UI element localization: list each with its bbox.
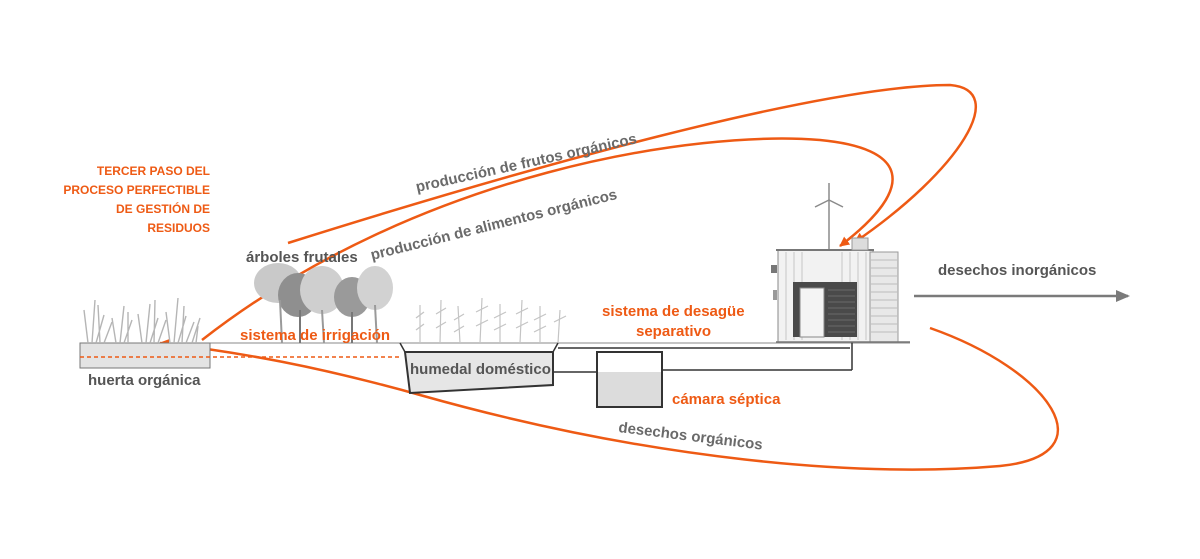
fruits-production-arrow — [287, 83, 978, 245]
septic-chamber — [596, 351, 663, 408]
drainage-system-label-line2: separativo — [636, 323, 711, 340]
crop-icon — [415, 297, 567, 344]
wind-turbine-icon — [814, 183, 844, 249]
fruits-production-label: producción de frutos orgánicos — [414, 130, 638, 195]
organic-waste-arrow — [159, 326, 1060, 471]
diagram-title: TERCER PASO DEL PROCESO PERFECTIBLE DE G… — [63, 164, 210, 235]
house-icon — [771, 237, 910, 343]
title-line-4: RESIDUOS — [147, 221, 210, 235]
title-line-1: TERCER PASO DEL — [97, 164, 210, 178]
irrigation-system-label: sistema de irrigación — [240, 327, 390, 344]
organic-garden-bed — [79, 342, 400, 369]
septic-chamber-label: cámara séptica — [672, 391, 781, 408]
organic-waste-label: desechos orgánicos — [618, 419, 764, 454]
grass-icon — [83, 297, 201, 344]
domestic-wetland-label: humedal doméstico — [410, 361, 551, 378]
food-production-label: producción de alimentos orgánicos — [369, 186, 619, 264]
fruit-trees-label: árboles frutales — [246, 249, 358, 266]
tree-icon — [254, 263, 393, 344]
title-line-2: PROCESO PERFECTIBLE — [63, 183, 210, 197]
drainage-pipes — [553, 340, 853, 373]
title-line-3: DE GESTIÓN DE — [116, 201, 210, 216]
domestic-wetland — [399, 342, 559, 395]
food-production-arrow — [201, 137, 894, 341]
organic-garden-label: huerta orgánica — [88, 372, 201, 389]
drainage-system-label-line1: sistema de desagüe — [602, 303, 745, 320]
inorganic-waste-label: desechos inorgánicos — [938, 262, 1096, 279]
